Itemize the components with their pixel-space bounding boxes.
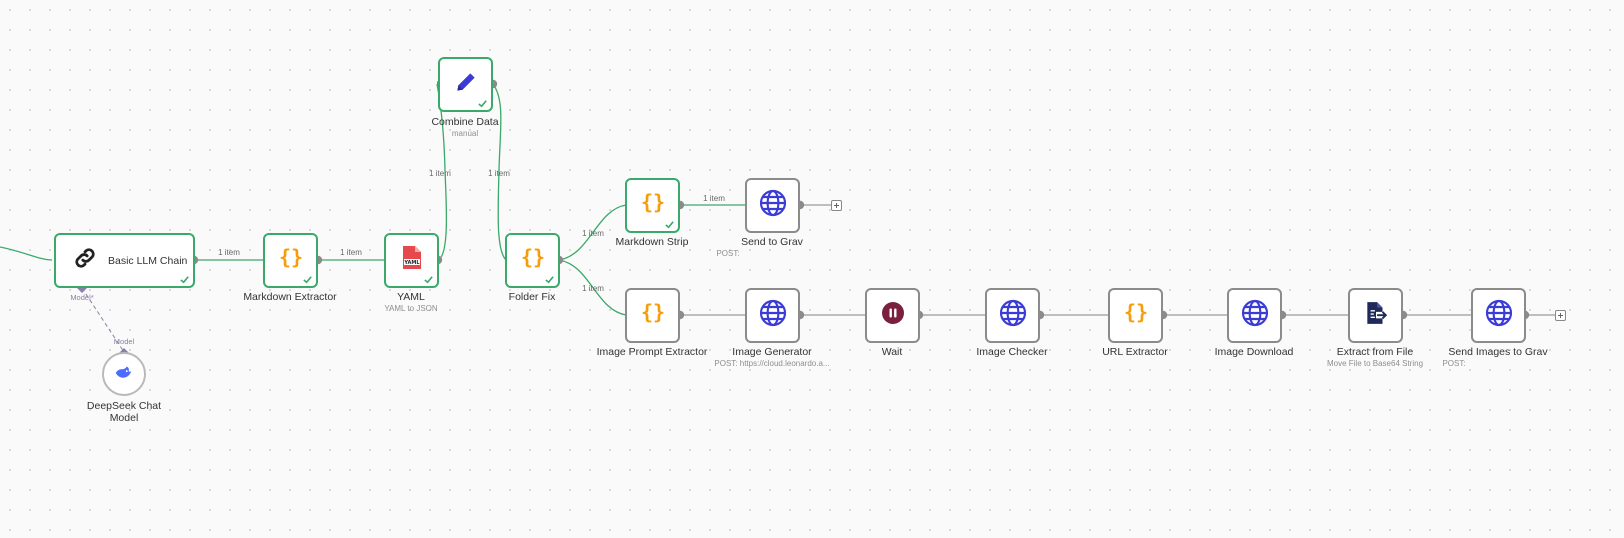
pencil-icon: [453, 69, 479, 100]
code-braces-icon: {}: [1120, 297, 1152, 334]
edge-label: 1 item: [488, 169, 510, 178]
check-icon: [665, 221, 674, 229]
edge-folder-to-strip: [558, 204, 627, 261]
node-subtitle: Move File to Base64 String: [1326, 359, 1424, 368]
check-icon: [303, 276, 312, 284]
edge-label: 1 item: [703, 194, 725, 203]
node-yaml[interactable]: YAML: [384, 233, 439, 288]
svg-text:{}: {}: [1123, 300, 1147, 324]
edge-label: 1 item: [582, 229, 604, 238]
add-node-button[interactable]: [1555, 310, 1566, 321]
yaml-file-icon: YAML: [401, 245, 423, 276]
node-send-images-to-grav[interactable]: [1471, 288, 1526, 343]
node-subtitle: POST:: [1442, 359, 1466, 368]
globe-icon: [1239, 297, 1271, 334]
svg-text:{}: {}: [278, 245, 302, 269]
code-braces-icon: {}: [637, 297, 669, 334]
node-title: Extract from File: [1336, 346, 1414, 358]
link-icon: [72, 245, 98, 276]
node-title: Send to Grav: [741, 236, 803, 248]
edge-label: 1 item: [218, 248, 240, 257]
file-export-icon: [1363, 300, 1389, 331]
node-title: Image Download: [1214, 346, 1294, 358]
code-braces-icon: {}: [517, 242, 549, 279]
node-image-checker[interactable]: [985, 288, 1040, 343]
edge-folder-to-prompt: [558, 259, 627, 316]
node-markdown-extractor[interactable]: {}: [263, 233, 318, 288]
code-braces-icon: {}: [275, 242, 307, 279]
check-icon: [478, 100, 487, 108]
node-url-extractor[interactable]: {}: [1108, 288, 1163, 343]
node-wait[interactable]: [865, 288, 920, 343]
node-title: YAML: [397, 291, 425, 303]
node-image-prompt-extractor[interactable]: {}: [625, 288, 680, 343]
node-title: Image Checker: [976, 346, 1048, 358]
node-basic-llm-chain[interactable]: Basic LLM Chain: [54, 233, 195, 288]
edge-label: 1 item: [340, 248, 362, 257]
node-title: Markdown Extractor: [243, 291, 337, 303]
edge-incoming: [0, 246, 53, 261]
node-image-download[interactable]: [1227, 288, 1282, 343]
node-title: Combine Data: [431, 116, 499, 128]
node-folder-fix[interactable]: {}: [505, 233, 560, 288]
node-combine-data[interactable]: [438, 57, 493, 112]
edge-label: 1 item: [429, 169, 451, 178]
edge-combine-to-folder: [492, 83, 507, 261]
node-subtitle: manual: [451, 129, 479, 138]
svg-text:{}: {}: [520, 245, 544, 269]
node-title: Image Prompt Extractor: [596, 346, 708, 358]
node-title: Markdown Strip: [615, 236, 689, 248]
node-title: URL Extractor: [1102, 346, 1168, 358]
node-send-to-grav[interactable]: [745, 178, 800, 233]
model-port-label: Model*: [70, 293, 93, 302]
whale-icon: [113, 361, 135, 388]
check-icon: [545, 276, 554, 284]
globe-icon: [997, 297, 1029, 334]
node-title: Folder Fix: [508, 291, 556, 303]
node-subtitle: POST: https://cloud.leonardo.a...: [714, 359, 830, 368]
node-title: Image Generator: [732, 346, 812, 358]
node-extract-from-file[interactable]: [1348, 288, 1403, 343]
code-braces-icon: {}: [637, 187, 669, 224]
node-subtitle: YAML to JSON: [384, 304, 438, 313]
node-markdown-strip[interactable]: {}: [625, 178, 680, 233]
pause-icon: [881, 301, 905, 330]
node-title: Wait: [881, 346, 903, 358]
svg-text:{}: {}: [640, 300, 664, 324]
deepseek-port-label: Model: [114, 337, 135, 346]
node-title: Send Images to Grav: [1448, 346, 1548, 358]
node-image-generator[interactable]: [745, 288, 800, 343]
node-subtitle: POST:: [716, 249, 740, 258]
svg-text:YAML: YAML: [403, 260, 420, 266]
add-node-button[interactable]: [831, 200, 842, 211]
node-title: Basic LLM Chain: [108, 254, 188, 267]
check-icon: [180, 276, 189, 284]
svg-text:{}: {}: [640, 190, 664, 214]
edge-model-connection: [81, 287, 125, 353]
node-deepseek-chat-model[interactable]: [102, 352, 146, 396]
edge-label: 1 item: [582, 284, 604, 293]
globe-icon: [757, 187, 789, 224]
globe-icon: [1483, 297, 1515, 334]
check-icon: [424, 276, 433, 284]
node-title: DeepSeek Chat Model: [86, 400, 162, 424]
globe-icon: [757, 297, 789, 334]
